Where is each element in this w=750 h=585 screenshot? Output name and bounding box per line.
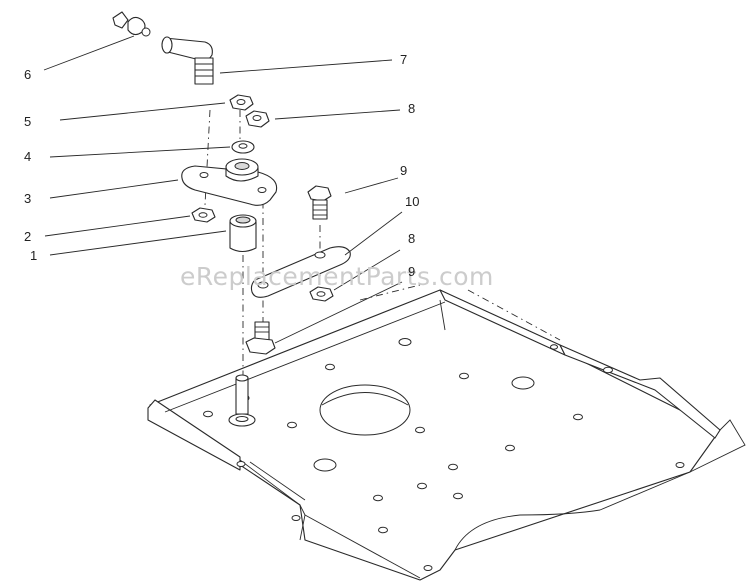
callout-9-top: 9 <box>400 163 408 178</box>
callout-10: 10 <box>405 194 420 209</box>
part-4-washer <box>231 140 255 154</box>
callout-3: 3 <box>24 191 32 206</box>
part-5-nut <box>229 94 254 111</box>
callout-5: 5 <box>24 114 32 129</box>
part-2-nut <box>191 207 216 223</box>
callout-7: 7 <box>400 52 408 67</box>
callout-6: 6 <box>24 67 32 82</box>
part-8-nut-top <box>245 110 270 128</box>
callout-8-top: 8 <box>408 101 416 116</box>
part-9-bolt-lower <box>245 321 276 355</box>
pivot-stud <box>228 374 256 427</box>
watermark-text: eReplacementParts.com <box>180 262 494 291</box>
callout-9-lower: 9 <box>408 264 416 279</box>
part-6-rod-end <box>112 11 214 85</box>
part-3-pivot-plate <box>181 158 278 206</box>
part-8-nut-lower <box>309 286 334 302</box>
base-plate <box>147 284 746 581</box>
callout-2: 2 <box>24 229 32 244</box>
part-10-link-plate <box>250 246 351 298</box>
part-1-bushing <box>229 214 257 253</box>
callout-4: 4 <box>24 149 32 164</box>
callout-1: 1 <box>30 248 38 263</box>
callout-8-lower: 8 <box>408 231 416 246</box>
leader-lines <box>43 35 403 344</box>
part-9-bolt-top <box>307 185 332 220</box>
